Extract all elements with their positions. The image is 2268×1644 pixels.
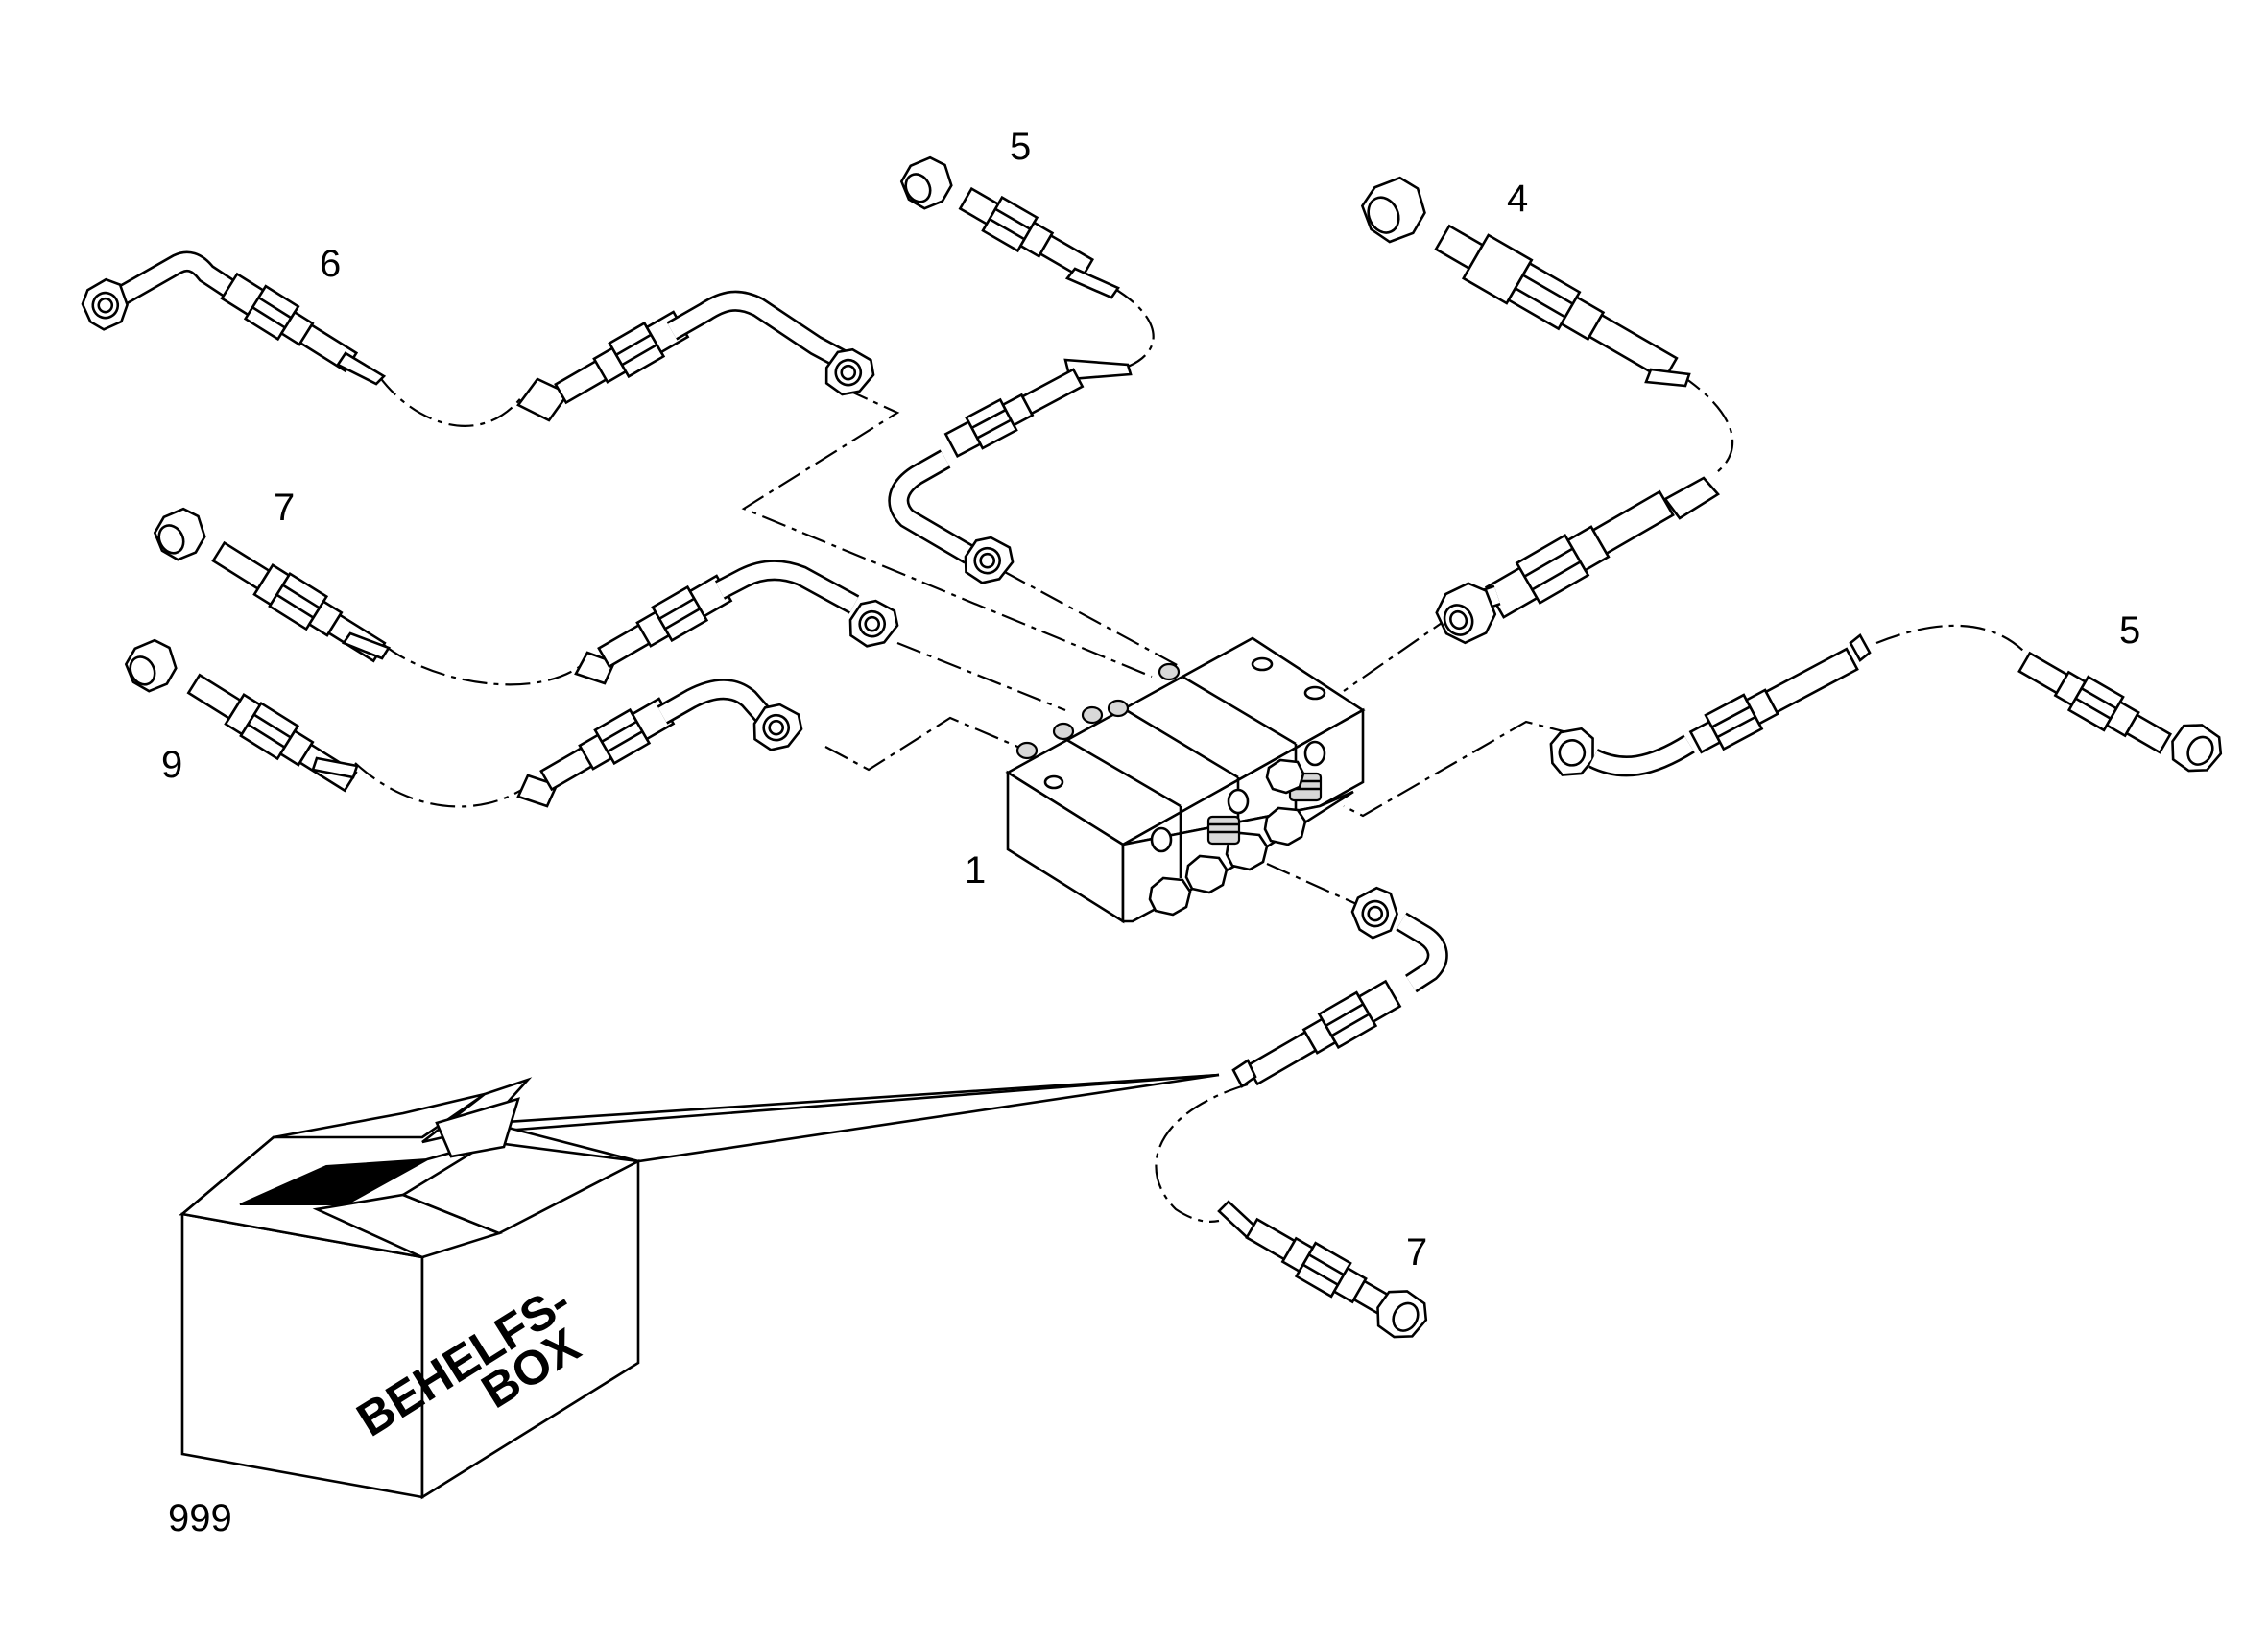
part-5-top-pipe-assembly <box>888 155 1133 584</box>
part-5-right-pipe-assembly <box>1549 633 2223 777</box>
callout-5-right: 5 <box>2119 609 2140 652</box>
part-6-pipe-assembly <box>81 250 875 422</box>
assembly-lines <box>354 287 2026 1223</box>
behelfs-box: BEHELFS- BOX <box>179 1073 1220 1500</box>
callout-6: 6 <box>320 243 341 285</box>
part-7-bottom-pipe-assembly <box>1217 886 1448 1339</box>
callout-1: 1 <box>965 849 986 892</box>
callout-5-top: 5 <box>1010 126 1031 168</box>
callout-7-bottom: 7 <box>1406 1231 1427 1274</box>
part-7-left-pipe-assembly <box>153 507 899 685</box>
callout-labels: 6 5 4 7 9 1 5 7 999 <box>161 126 2140 1539</box>
part-4-pipe-assembly <box>1360 176 1720 645</box>
block-inlet-fittings <box>1015 662 1181 760</box>
block-outlet-fittings <box>1148 758 1323 917</box>
callout-9: 9 <box>161 744 182 786</box>
distributor-block <box>1005 636 1366 924</box>
callout-4: 4 <box>1507 178 1528 220</box>
part-9-pipe-assembly <box>124 638 803 808</box>
callout-7-left: 7 <box>274 487 295 529</box>
callout-999: 999 <box>168 1497 232 1539</box>
box-front-face <box>180 1212 424 1499</box>
